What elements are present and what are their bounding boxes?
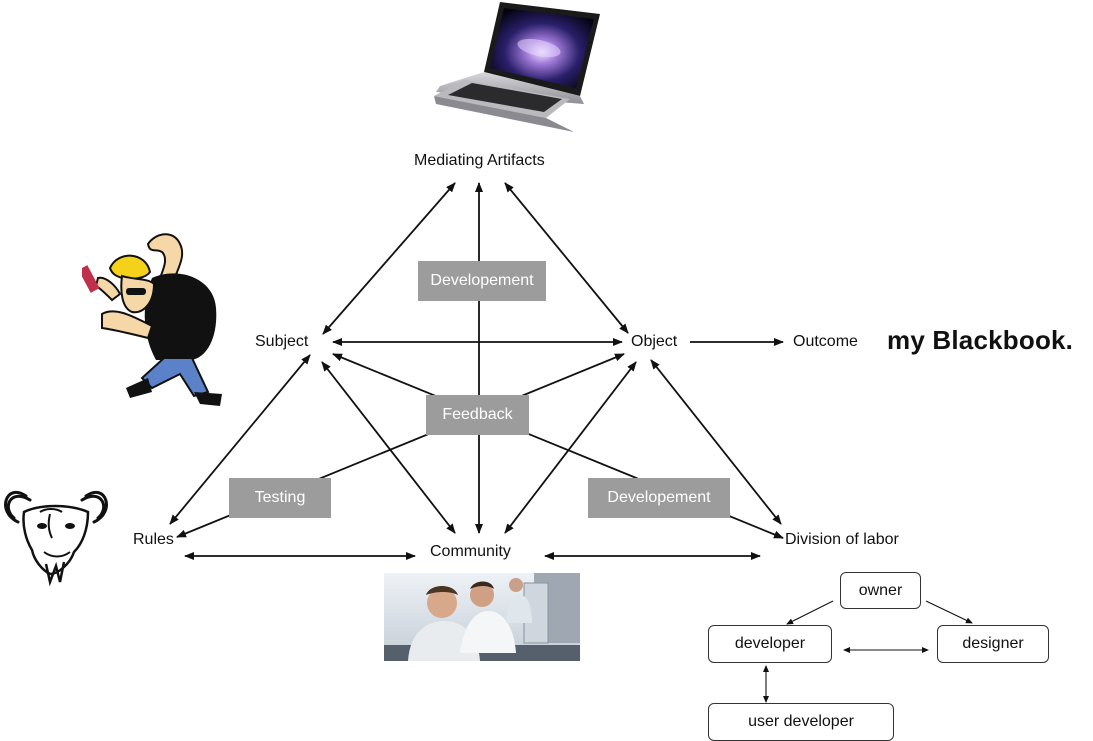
node-outcome: Outcome <box>793 333 858 350</box>
role-owner: owner <box>840 572 921 609</box>
node-rules: Rules <box>133 531 174 548</box>
edge-subject-community <box>321 361 456 534</box>
edge-owner-designer <box>925 600 973 624</box>
gnu-head-image <box>4 490 108 586</box>
role-designer: designer <box>937 625 1049 663</box>
cartoon-character-image <box>82 233 222 406</box>
label-testing: Testing <box>229 478 331 518</box>
node-division-of-labor: Division of labor <box>785 531 899 548</box>
node-community: Community <box>430 543 511 560</box>
node-mediating-artifacts: Mediating Artifacts <box>414 152 545 169</box>
edge-object-community <box>504 361 637 534</box>
edge-subject-rules <box>169 354 311 525</box>
edge-subject-artifacts <box>322 182 456 335</box>
role-user-developer: user developer <box>708 703 894 741</box>
label-developement-right: Developement <box>588 478 730 518</box>
edge-artifacts-object <box>504 182 629 334</box>
brand-title: my Blackbook. <box>887 325 1074 355</box>
community-photo-image <box>384 573 580 661</box>
node-object: Object <box>631 333 678 350</box>
label-feedback: Feedback <box>426 395 529 435</box>
role-developer: developer <box>708 625 832 663</box>
label-developement-top: Developement <box>418 261 546 301</box>
edge-object-division <box>650 359 782 525</box>
laptop-image <box>434 2 600 132</box>
node-subject: Subject <box>255 333 309 350</box>
edge-owner-developer <box>786 600 834 625</box>
